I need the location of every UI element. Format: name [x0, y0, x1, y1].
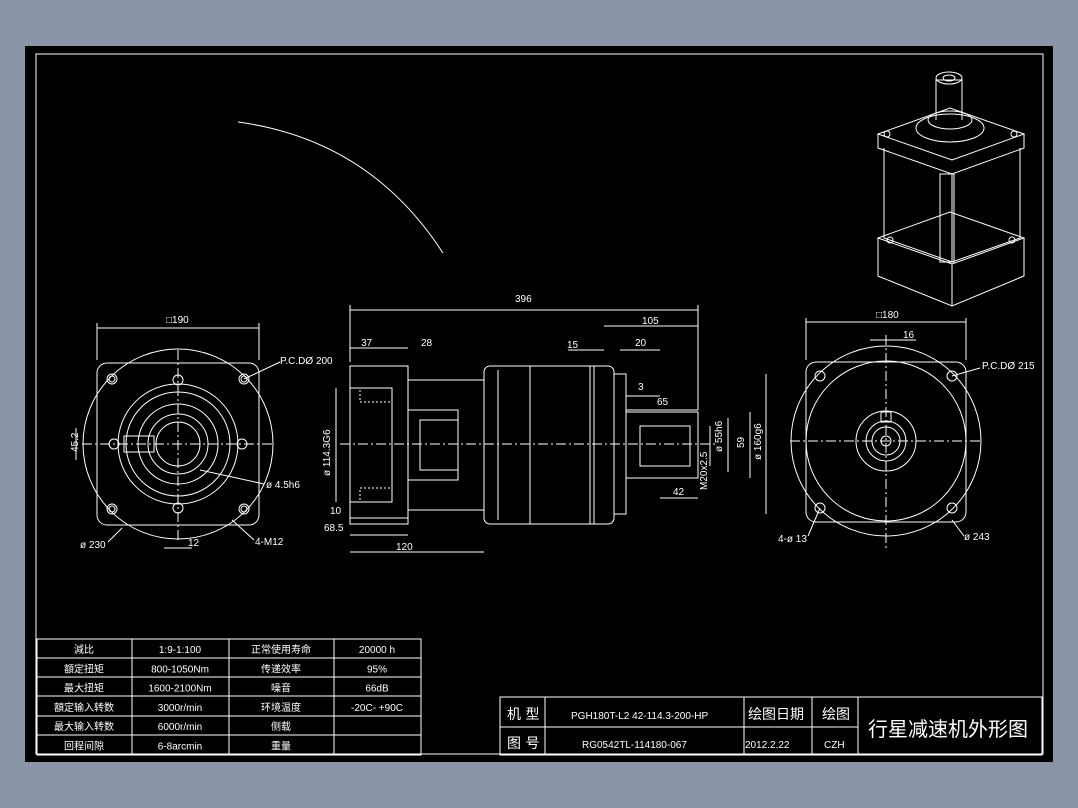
- dia-114: ø 114.3G6: [322, 429, 333, 476]
- spec-cell: 重量: [271, 740, 291, 753]
- spec-cell: 最大扭矩: [64, 682, 104, 695]
- title-model-label: 机 型: [507, 707, 539, 723]
- dia-160: ø 160g6: [753, 423, 764, 460]
- spec-cell: 回程间隙: [64, 740, 104, 753]
- front-view: [75, 323, 281, 549]
- isometric-view: [876, 71, 1026, 307]
- rear-view: [790, 318, 982, 548]
- title-drawing-value: RG0542TL-114180-067: [582, 740, 687, 751]
- spec-cell: 侧载: [271, 720, 291, 733]
- dim-65: 65: [657, 397, 669, 408]
- construction-arc: [237, 121, 444, 254]
- drawing-border: [35, 53, 1044, 755]
- title-date-label: 绘图日期: [748, 707, 804, 723]
- spec-cell: 額定扭矩: [64, 662, 104, 675]
- spec-cell: 环境温度: [261, 701, 301, 714]
- spec-cell: 正常使用寿命: [251, 643, 311, 656]
- title-date-value: 2012.2.22: [745, 740, 790, 751]
- dim-28: 28: [421, 338, 433, 349]
- dim-15: 15: [567, 340, 579, 351]
- title-drawing-label: 图 号: [507, 736, 539, 752]
- drawing-title: 行星减速机外形图: [868, 717, 1028, 741]
- front-diameter-label: ø 230: [80, 540, 106, 551]
- dim-105: 105: [642, 316, 659, 327]
- dim-total-length: 396: [515, 294, 532, 305]
- dia-55: ø 55h6: [714, 420, 725, 452]
- spec-cell: 6000r/min: [158, 722, 202, 733]
- dia-59: 59: [736, 436, 747, 448]
- dim-3: 3: [638, 382, 644, 393]
- spec-cell: 減比: [74, 643, 94, 656]
- front-holes-label: 4-M12: [255, 537, 284, 548]
- rear-square-label: □180: [876, 310, 899, 321]
- spec-cell: 1600-2100Nm: [148, 684, 211, 695]
- front-shaft-label: ø 4.5h6: [266, 480, 300, 491]
- title-block-grid: [499, 696, 1043, 756]
- rear-diameter-label: ø 243: [964, 532, 990, 543]
- front-key-width-label: 12: [188, 538, 200, 549]
- spec-cell: 1:9-1:100: [159, 645, 202, 656]
- spec-cell: 6-8arcmin: [158, 742, 202, 753]
- title-drawer-label: 绘图: [822, 707, 850, 723]
- spec-cell: 95%: [367, 664, 387, 675]
- spec-cell: 66dB: [365, 684, 389, 695]
- dim-42: 42: [673, 487, 685, 498]
- spec-cell: 噪音: [271, 682, 291, 695]
- title-drawer-value: CZH: [824, 740, 845, 751]
- spec-cell: 20000 h: [359, 645, 395, 656]
- drawing-sheet: [25, 46, 1053, 762]
- rear-key-label: 16: [903, 330, 915, 341]
- spec-cell: -20C- +90C: [351, 703, 403, 714]
- spec-cell: 3000r/min: [158, 703, 202, 714]
- rear-pcd-label: P.C.DØ 215: [982, 361, 1035, 372]
- spec-cell: 額定输入转数: [54, 701, 114, 714]
- side-view: [335, 305, 767, 553]
- title-model-value: PGH180T-L2 42-114.3-200-HP: [571, 711, 708, 722]
- front-square-label: □190: [166, 315, 189, 326]
- spec-cell: 最大输入转数: [54, 720, 114, 733]
- spec-table-grid: [36, 638, 422, 756]
- dim-10: 10: [330, 506, 342, 517]
- front-key-height-label: 45.2: [70, 432, 81, 452]
- dim-68-5: 68.5: [324, 523, 344, 534]
- dim-120: 120: [396, 542, 413, 553]
- spec-table: 減比 1:9-1:100 正常使用寿命 20000 h 額定扭矩 800-1050Nm 传递…: [54, 643, 403, 753]
- spec-cell: 800-1050Nm: [151, 664, 209, 675]
- dim-37: 37: [361, 338, 373, 349]
- rear-holes-label: 4-ø 13: [778, 534, 807, 545]
- spec-cell: 传递效率: [261, 662, 301, 675]
- dim-20: 20: [635, 338, 647, 349]
- thread-label: M20x2.5: [699, 451, 710, 490]
- front-pcd-label: P.C.DØ 200: [280, 356, 333, 367]
